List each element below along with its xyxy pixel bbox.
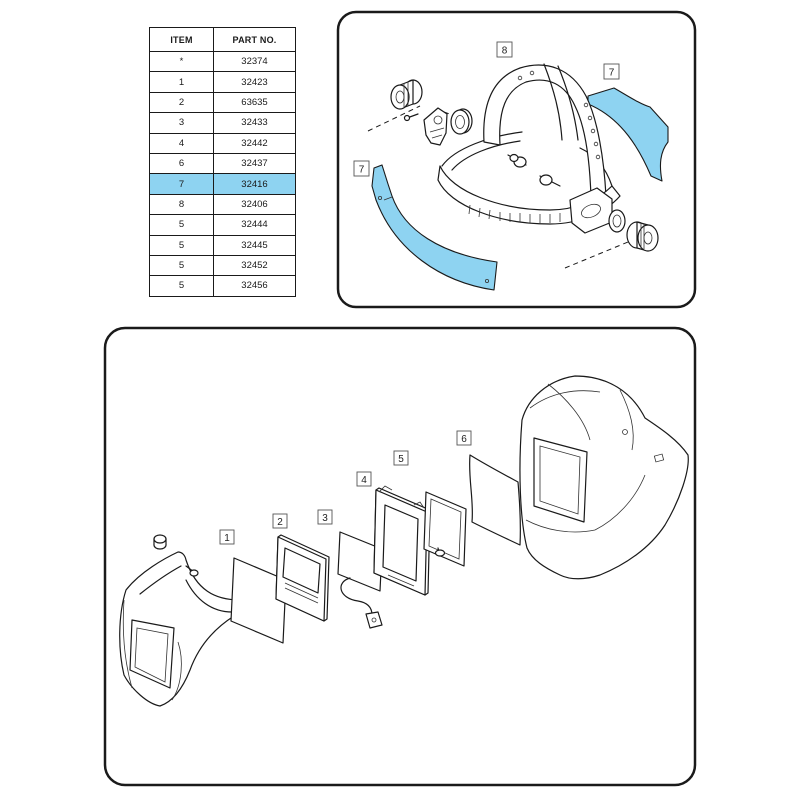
pivot-screw <box>539 174 561 187</box>
pivot-screw <box>507 153 527 168</box>
item-cell: 3 <box>149 112 214 134</box>
inside-cover-lens <box>337 531 383 592</box>
ring-washer-right <box>608 209 626 233</box>
part-number-cell: 32437 <box>213 152 296 175</box>
ratchet-knob-right <box>626 221 659 252</box>
magnifier-lens <box>423 491 467 567</box>
callout-8: 8 <box>496 41 513 58</box>
column-header-item: ITEM <box>149 27 214 52</box>
item-cell: 5 <box>149 214 214 236</box>
outside-cover-lens <box>230 557 287 644</box>
item-cell: 1 <box>149 71 214 93</box>
part-number-cell: 32444 <box>213 214 296 236</box>
svg-text:6: 6 <box>461 434 467 445</box>
item-cell: 2 <box>149 91 214 114</box>
part-number-cell: 32416 <box>213 173 296 195</box>
callout-7-left: 7 <box>353 160 370 177</box>
svg-text:1: 1 <box>224 533 230 544</box>
table-header-row: ITEM PART NO. <box>149 27 296 52</box>
callout-6: 6 <box>456 430 472 446</box>
callout-3: 3 <box>317 509 333 525</box>
svg-text:4: 4 <box>361 475 367 486</box>
item-cell: 6 <box>149 152 214 175</box>
item-cell: 5 <box>149 254 214 277</box>
part-number-cell: 32423 <box>213 71 296 93</box>
crown-strap-adjustment-holes <box>517 70 601 160</box>
svg-text:5: 5 <box>398 454 404 465</box>
item-cell: 8 <box>149 193 214 216</box>
callout-5: 5 <box>393 450 409 466</box>
item-cell: 7 <box>149 173 214 195</box>
knob-small <box>153 534 167 550</box>
pivot-bracket <box>423 107 448 146</box>
sensor-cable <box>340 577 383 629</box>
svg-text:3: 3 <box>322 513 328 524</box>
svg-text:2: 2 <box>277 517 283 528</box>
part-number-cell: 32456 <box>213 275 296 297</box>
headband-size-slots <box>468 204 561 223</box>
callout-1: 1 <box>219 529 235 545</box>
part-number-cell: 32445 <box>213 234 296 256</box>
ring-washer <box>450 108 473 135</box>
part-number-cell: 63635 <box>213 91 296 114</box>
ratchet-knob-left <box>390 79 423 110</box>
helmet-diagram: 1 2 3 4 5 6 <box>119 375 689 707</box>
svg-text:7: 7 <box>359 165 365 176</box>
item-cell: 5 <box>149 234 214 256</box>
helmet-shell <box>519 375 689 580</box>
part-number-cell: 32452 <box>213 254 296 277</box>
screw <box>434 547 446 557</box>
callout-2: 2 <box>272 513 288 529</box>
screw <box>185 565 199 577</box>
part-number-cell: 32442 <box>213 132 296 154</box>
svg-text:8: 8 <box>502 46 508 57</box>
assembly-guide-line <box>564 241 629 269</box>
part-number-cell: 32374 <box>213 50 296 73</box>
part-number-cell: 32433 <box>213 112 296 134</box>
svg-text:7: 7 <box>609 68 615 79</box>
headgear-diagram: 8 7 7 <box>353 41 669 291</box>
part-number-cell: 32406 <box>213 193 296 216</box>
item-cell: 5 <box>149 275 214 297</box>
auto-darkening-cartridge <box>275 534 330 622</box>
item-cell: * <box>149 50 214 73</box>
sweatband-pad-right <box>587 87 669 182</box>
item-cell: 4 <box>149 132 214 154</box>
headband-rear <box>441 131 523 167</box>
sweatband-left <box>371 164 498 291</box>
callout-4: 4 <box>356 471 372 487</box>
front-cover <box>119 551 243 707</box>
assembly-guide-line <box>367 105 421 132</box>
callout-7-right: 7 <box>603 63 620 80</box>
headband-rear <box>451 140 521 171</box>
crown-strap-rear <box>543 63 563 141</box>
cartridge-holder <box>373 485 431 596</box>
table-row: *32374 <box>149 50 296 73</box>
inside-clear-lens <box>469 454 521 546</box>
screw <box>403 113 419 122</box>
crown-strap-rear <box>557 65 579 141</box>
column-header-part-no: PART NO. <box>213 27 296 52</box>
